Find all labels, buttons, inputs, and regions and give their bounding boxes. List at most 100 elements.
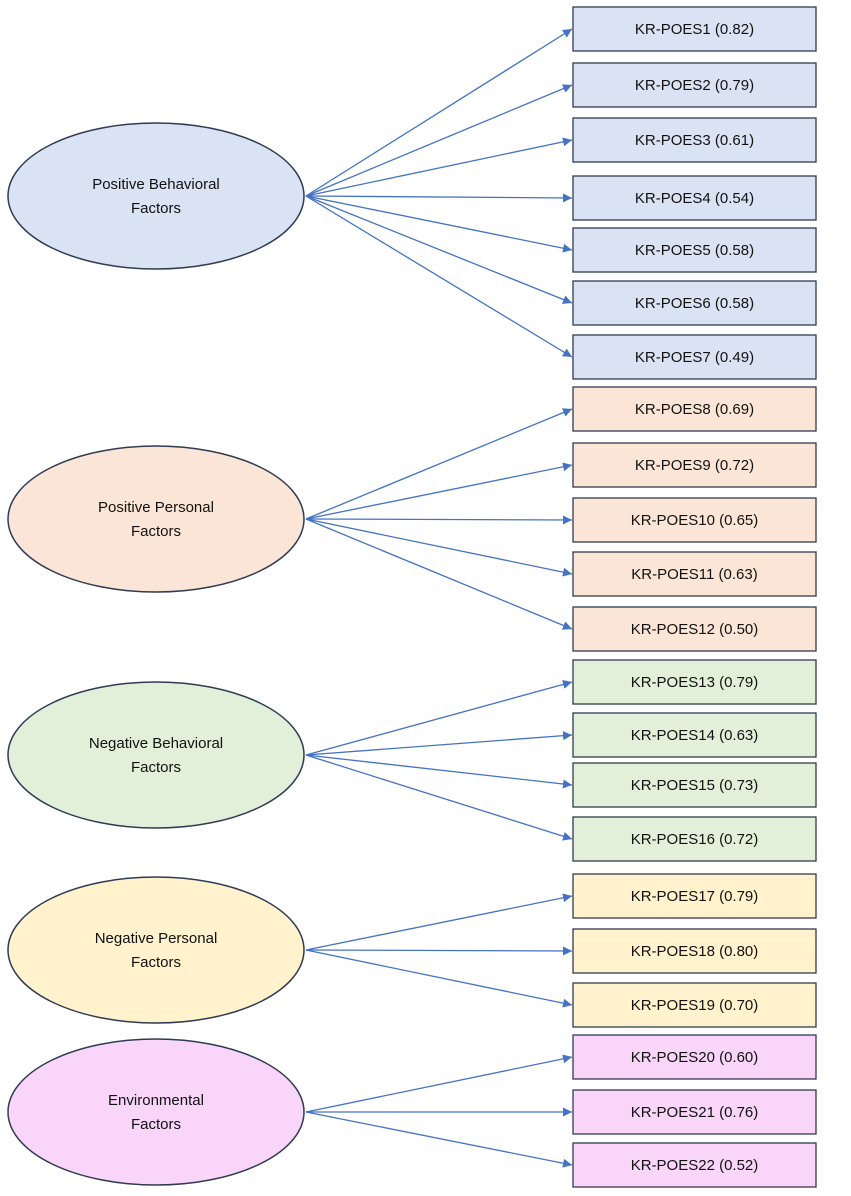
factor-label: Factors xyxy=(131,954,181,971)
indicator-rect xyxy=(572,659,817,705)
indicator-box: KR-POES2 (0.79) xyxy=(572,62,817,108)
indicator-box: KR-POES17 (0.79) xyxy=(572,873,817,919)
loading-arrow xyxy=(305,28,573,197)
indicator-label: KR-POES19 (0.70) xyxy=(631,997,759,1014)
indicator-label: KR-POES15 (0.73) xyxy=(631,777,759,794)
indicator-rect xyxy=(572,928,817,974)
indicator-label: KR-POES5 (0.58) xyxy=(635,242,754,259)
indicator-box: KR-POES21 (0.76) xyxy=(572,1089,817,1135)
loading-arrow xyxy=(305,518,573,630)
factor-ellipse xyxy=(7,1038,305,1186)
factor-label: Positive Personal xyxy=(98,499,214,516)
factor-label: Factors xyxy=(131,523,181,540)
loading-arrow xyxy=(305,84,573,197)
indicator-rect xyxy=(572,551,817,597)
loading-arrow xyxy=(305,731,573,756)
indicator-box: KR-POES18 (0.80) xyxy=(572,928,817,974)
factor-ellipse xyxy=(7,876,305,1024)
indicator-label: KR-POES22 (0.52) xyxy=(631,1157,759,1174)
indicator-box: KR-POES4 (0.54) xyxy=(572,175,817,221)
indicator-rect xyxy=(572,6,817,52)
loading-arrow xyxy=(305,1054,573,1113)
indicator-rect xyxy=(572,606,817,652)
loading-arrow xyxy=(305,893,573,951)
indicator-box: KR-POES22 (0.52) xyxy=(572,1142,817,1188)
indicator-rect xyxy=(572,1089,817,1135)
indicator-label: KR-POES1 (0.82) xyxy=(635,21,754,38)
factor-label: Negative Personal xyxy=(95,930,218,947)
loading-arrow xyxy=(305,195,573,358)
indicator-label: KR-POES8 (0.69) xyxy=(635,401,754,418)
loading-arrow xyxy=(305,754,573,789)
indicator-rect xyxy=(572,1034,817,1080)
indicator-label: KR-POES18 (0.80) xyxy=(631,943,759,960)
factor-ellipse xyxy=(7,681,305,829)
indicator-label: KR-POES10 (0.65) xyxy=(631,512,759,529)
indicator-label: KR-POES4 (0.54) xyxy=(635,190,754,207)
indicator-rect xyxy=(572,280,817,326)
factor-ellipse xyxy=(7,122,305,270)
indicator-label: KR-POES12 (0.50) xyxy=(631,621,759,638)
loading-arrow xyxy=(305,680,573,756)
loading-arrow xyxy=(305,193,573,203)
indicator-box: KR-POES15 (0.73) xyxy=(572,762,817,808)
indicator-rect xyxy=(572,873,817,919)
factor-label: Positive Behavioral xyxy=(92,176,220,193)
loading-arrow xyxy=(305,195,573,304)
indicator-rect xyxy=(572,334,817,380)
indicator-rect xyxy=(572,62,817,108)
indicator-label: KR-POES16 (0.72) xyxy=(631,831,759,848)
factor-ellipse xyxy=(7,445,305,593)
indicator-box: KR-POES5 (0.58) xyxy=(572,227,817,273)
indicator-box: KR-POES14 (0.63) xyxy=(572,712,817,758)
loading-arrow xyxy=(305,462,573,520)
loading-arrow xyxy=(305,515,573,525)
indicator-box: KR-POES8 (0.69) xyxy=(572,386,817,432)
loading-arrow xyxy=(305,518,573,577)
indicator-box: KR-POES19 (0.70) xyxy=(572,982,817,1028)
indicator-box: KR-POES16 (0.72) xyxy=(572,816,817,862)
factor-label: Environmental xyxy=(108,1092,204,1109)
indicator-rect xyxy=(572,442,817,488)
indicator-box: KR-POES1 (0.82) xyxy=(572,6,817,52)
indicator-box: KR-POES7 (0.49) xyxy=(572,334,817,380)
indicator-label: KR-POES20 (0.60) xyxy=(631,1049,759,1066)
factor-label: Negative Behavioral xyxy=(89,735,223,752)
indicator-rect xyxy=(572,1142,817,1188)
factor-label: Factors xyxy=(131,759,181,776)
indicator-box: KR-POES12 (0.50) xyxy=(572,606,817,652)
factor-label: Factors xyxy=(131,1116,181,1133)
indicator-label: KR-POES9 (0.72) xyxy=(635,457,754,474)
loading-arrow xyxy=(305,195,573,253)
indicator-box: KR-POES3 (0.61) xyxy=(572,117,817,163)
indicator-label: KR-POES6 (0.58) xyxy=(635,295,754,312)
loading-arrow xyxy=(305,408,573,520)
indicator-box: KR-POES20 (0.60) xyxy=(572,1034,817,1080)
loading-arrow xyxy=(305,1111,573,1168)
indicator-label: KR-POES2 (0.79) xyxy=(635,77,754,94)
indicator-rect xyxy=(572,117,817,163)
indicator-rect xyxy=(572,982,817,1028)
indicator-label: KR-POES7 (0.49) xyxy=(635,349,754,366)
indicator-box: KR-POES13 (0.79) xyxy=(572,659,817,705)
indicator-box: KR-POES6 (0.58) xyxy=(572,280,817,326)
indicator-rect xyxy=(572,816,817,862)
indicator-label: KR-POES21 (0.76) xyxy=(631,1104,759,1121)
loading-arrow xyxy=(305,949,573,1008)
indicator-rect xyxy=(572,497,817,543)
indicator-rect xyxy=(572,227,817,273)
factor-label: Factors xyxy=(131,200,181,217)
indicator-rect xyxy=(572,175,817,221)
indicator-label: KR-POES17 (0.79) xyxy=(631,888,759,905)
indicator-box: KR-POES10 (0.65) xyxy=(572,497,817,543)
indicator-label: KR-POES13 (0.79) xyxy=(631,674,759,691)
loading-arrow xyxy=(305,754,573,841)
indicator-label: KR-POES14 (0.63) xyxy=(631,727,759,744)
loading-arrow xyxy=(305,946,573,956)
